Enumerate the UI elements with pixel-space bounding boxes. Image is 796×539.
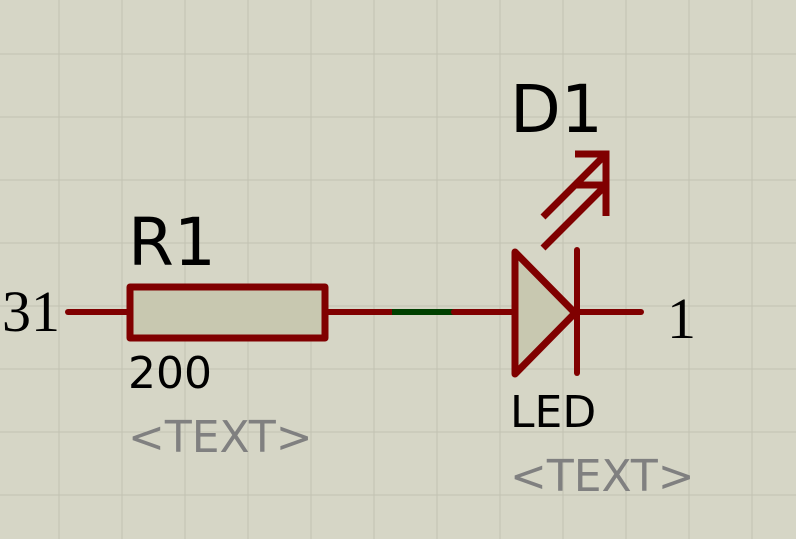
resistor-value-label[interactable]: 200 <box>128 348 212 399</box>
led-value-label[interactable]: LED <box>510 387 596 438</box>
resistor-reference-label[interactable]: R1 <box>128 204 216 281</box>
led-text-placeholder[interactable]: <TEXT> <box>510 451 695 502</box>
resistor-body[interactable] <box>126 283 329 342</box>
resistor-pin-label: 31 <box>2 279 60 344</box>
led-triangle[interactable] <box>511 248 579 378</box>
resistor-r1[interactable]: R1 200 <TEXT> 31 <box>2 204 395 463</box>
led-reference-label[interactable]: D1 <box>510 71 603 148</box>
led-emission-arrows-icon <box>540 150 610 251</box>
resistor-text-placeholder[interactable]: <TEXT> <box>128 412 313 463</box>
led-d1[interactable]: D1 LED <TEXT> 1 <box>451 71 696 502</box>
led-pin-label: 1 <box>667 286 696 351</box>
